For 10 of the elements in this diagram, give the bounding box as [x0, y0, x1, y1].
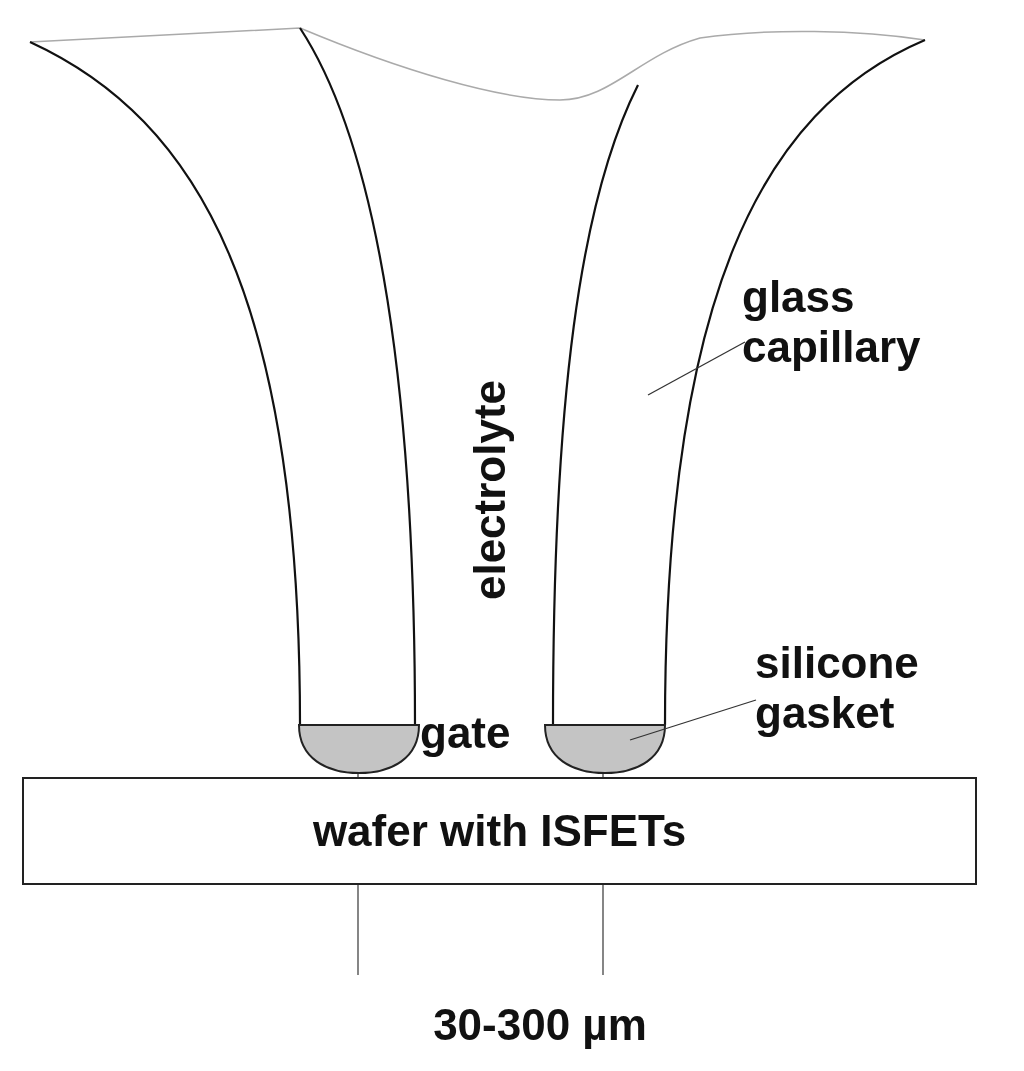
dimension-label: 30-300 µm — [433, 1000, 647, 1050]
gasket-shape — [544, 724, 666, 774]
region-label: gate — [420, 708, 511, 758]
leader-line — [629, 699, 757, 741]
leader-line — [647, 341, 746, 396]
wafer-box: wafer with ISFETs — [22, 777, 977, 885]
part-label: silicone gasket — [755, 638, 1015, 738]
region-label: electrolyte — [465, 379, 515, 601]
gasket-shape — [298, 724, 420, 774]
part-label: glass capillary — [742, 272, 1002, 372]
